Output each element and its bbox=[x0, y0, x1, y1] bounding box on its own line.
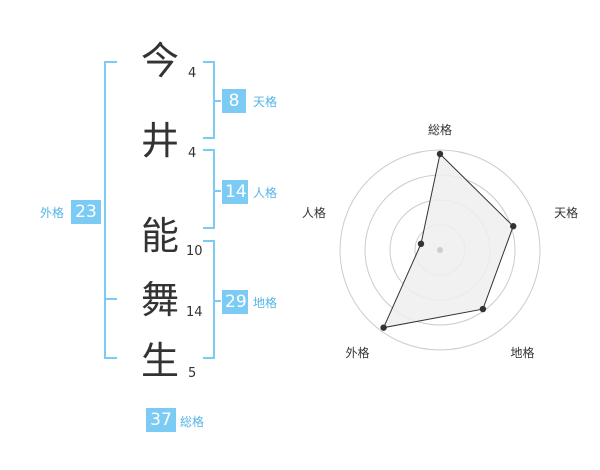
tenkaku-label: 天格 bbox=[253, 95, 278, 109]
jinkaku-label: 人格 bbox=[253, 186, 278, 200]
radar-point-5 bbox=[417, 240, 425, 248]
gaikaku-value: 23 bbox=[71, 200, 101, 224]
name-char-1: 今 bbox=[140, 39, 179, 83]
radar-axis-label-1: 総格 bbox=[428, 122, 452, 137]
name-char-5: 生 bbox=[140, 339, 179, 383]
gaikaku-bracket-mid bbox=[104, 298, 117, 300]
radar-point-2 bbox=[510, 223, 517, 230]
radar-point-1 bbox=[436, 150, 444, 158]
chikaku-connector bbox=[215, 300, 221, 302]
radar-axis-label-4: 外格 bbox=[345, 345, 369, 360]
jinkaku-connector bbox=[215, 190, 221, 192]
radar-point-3 bbox=[479, 305, 487, 313]
radar-center-dot bbox=[437, 247, 443, 253]
name-char-4: 舞 bbox=[140, 278, 179, 322]
soukaku-label: 総格 bbox=[180, 415, 205, 429]
chikaku-bracket bbox=[203, 240, 215, 359]
tenkaku-connector bbox=[215, 100, 221, 102]
stroke-count-2: 4 bbox=[188, 146, 197, 161]
chikaku-value: 29 bbox=[222, 290, 248, 314]
stroke-count-1: 4 bbox=[188, 66, 197, 81]
jinkaku-value: 14 bbox=[222, 180, 248, 204]
name-char-3: 能 bbox=[140, 214, 179, 258]
radar-area bbox=[382, 153, 514, 329]
radar-axis-label-3: 地格 bbox=[511, 345, 535, 360]
chikaku-label: 地格 bbox=[253, 296, 278, 310]
radar-ring-4 bbox=[339, 149, 541, 351]
stroke-count-4: 14 bbox=[186, 305, 203, 320]
stroke-count-5: 5 bbox=[188, 366, 197, 381]
radar-axis-label-5: 人格 bbox=[302, 205, 326, 220]
gaikaku-label: 外格 bbox=[40, 206, 65, 220]
jinkaku-bracket bbox=[203, 149, 215, 229]
stroke-count-3: 10 bbox=[186, 244, 203, 259]
tenkaku-value: 8 bbox=[222, 89, 246, 113]
name-char-2: 井 bbox=[140, 119, 179, 163]
tenkaku-bracket bbox=[203, 61, 215, 139]
radar-axis-label-2: 天格 bbox=[554, 205, 578, 220]
radar-point-4 bbox=[380, 324, 387, 331]
gaikaku-bracket bbox=[104, 61, 117, 359]
soukaku-value: 37 bbox=[146, 408, 176, 432]
